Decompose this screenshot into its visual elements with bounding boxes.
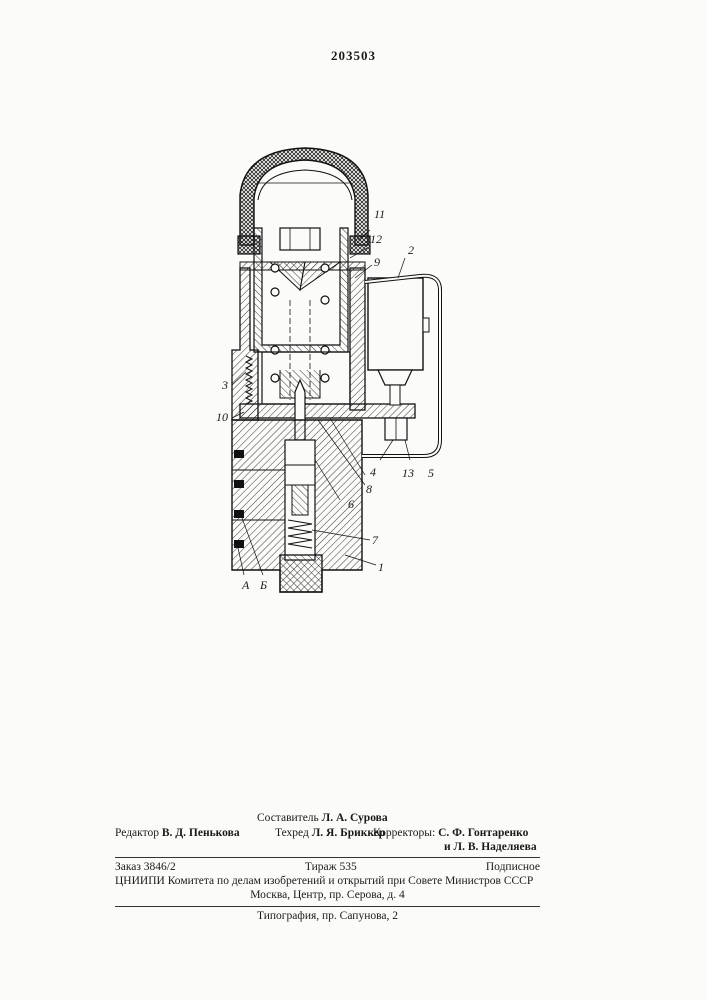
rule-top — [115, 857, 540, 858]
correctors-line: Корректоры: С. Ф. Гонтаренко — [373, 827, 528, 839]
editor-line: Редактор В. Д. Пенькова — [115, 827, 240, 839]
compiler-label: Составитель — [257, 812, 319, 824]
imprint: Заказ 3846/2 Тираж 535 Подписное ЦНИИПИ … — [115, 860, 540, 902]
circulation: Тираж 535 — [305, 860, 357, 874]
corrector-2-line: и Л. В. Наделяева — [444, 841, 537, 853]
institute: ЦНИИПИ Комитета по делам изобретений и о… — [115, 874, 540, 888]
callout-9: 9 — [374, 255, 380, 270]
callout-11: 11 — [374, 207, 385, 222]
callout-6: 6 — [348, 497, 354, 512]
editor-label: Редактор — [115, 827, 159, 839]
correctors-label: Корректоры: — [373, 827, 435, 839]
page-number: 203503 — [0, 48, 707, 64]
printer: Типография, пр. Сапунова, 2 — [115, 910, 540, 922]
callout-1: 1 — [378, 560, 384, 575]
upper-housing-right — [350, 268, 365, 410]
callout-8: 8 — [366, 482, 372, 497]
plate — [240, 404, 415, 418]
address: Москва, Центр, пр. Серова, д. 4 — [115, 888, 540, 902]
callout-10: 10 — [216, 410, 228, 425]
piston-head — [280, 228, 320, 250]
fitting — [280, 555, 322, 592]
callout-13: 13 — [402, 466, 414, 481]
corrector-2: и Л. В. Наделяева — [444, 841, 537, 853]
motor — [368, 278, 423, 370]
editor-name: В. Д. Пенькова — [162, 827, 240, 839]
corrector-1: С. Ф. Гонтаренко — [438, 827, 528, 839]
callout-12: 12 — [370, 232, 382, 247]
callout-b: Б — [260, 578, 267, 593]
techred-line: Техред Л. Я. Бриккер — [275, 827, 385, 839]
rule-bottom — [115, 906, 540, 907]
techred-label: Техред — [275, 827, 309, 839]
dome-inner — [258, 170, 352, 200]
callout-4: 4 — [370, 465, 376, 480]
compiler-name: Л. А. Сурова — [322, 812, 388, 824]
callout-3: 3 — [222, 378, 228, 393]
callout-5: 5 — [428, 466, 434, 481]
callout-a: А — [242, 578, 249, 593]
mechanical-drawing — [200, 135, 460, 610]
callout-7: 7 — [372, 533, 378, 548]
callout-2: 2 — [408, 243, 414, 258]
order-number: Заказ 3846/2 — [115, 860, 176, 874]
compiler-line: Составитель Л. А. Сурова — [257, 812, 388, 824]
subscription: Подписное — [486, 860, 540, 874]
